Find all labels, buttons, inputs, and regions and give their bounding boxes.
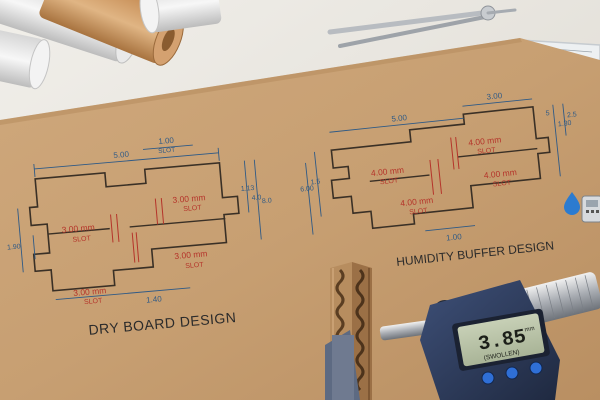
micrometer-unit: mm: [524, 326, 535, 334]
humidity-buffer-dimensions: [305, 98, 567, 235]
digital-micrometer: 3.85 mm (SWOLLEN): [325, 272, 600, 400]
micrometer-button-2[interactable]: [505, 366, 519, 380]
compass-tool: [327, 5, 517, 48]
micrometer-button-1[interactable]: [481, 371, 495, 385]
dry-width-top: 5.00: [113, 150, 130, 160]
hb-slot-label-4: 4.00 mm: [483, 167, 517, 180]
hb-slot-label-2: 4.00 mm: [468, 134, 502, 147]
dry-side-c: 8.0: [262, 197, 272, 205]
dry-left-side: 1.90: [7, 243, 21, 251]
dry-slot-top: 1.00: [158, 136, 175, 146]
dry-slot-bottom: 1.40: [146, 294, 163, 304]
dry-slot-label-2: 3.00 mm: [172, 192, 206, 205]
hb-width-top: 5.00: [391, 113, 408, 124]
hb-slot-word-1: SLOT: [380, 177, 400, 186]
hb-left-a: 6.00: [300, 185, 314, 193]
dry-slot-word-1: SLOT: [72, 235, 92, 244]
hygrometer-icon: [581, 195, 600, 223]
hb-bottom: 1.00: [446, 232, 463, 243]
hb-slot-label-3: 4.00 mm: [400, 195, 434, 208]
hb-right-c: 5: [545, 110, 550, 117]
hb-left-b: 1.5: [310, 178, 321, 186]
hb-slot-label-1: 4.00 mm: [370, 165, 404, 178]
dry-slot-word-2: SLOT: [183, 204, 203, 213]
dry-board-outline: [28, 161, 240, 292]
dry-slot-label-1: 3.00 mm: [61, 222, 95, 235]
dry-board-slot-markers: [110, 197, 165, 263]
dry-slot-word-4: SLOT: [84, 298, 104, 307]
dry-slot-word-3: SLOT: [185, 262, 205, 271]
dry-side-b: 4.0: [251, 194, 261, 202]
dry-slot-label-4: 3.00 mm: [73, 285, 107, 298]
humidity-buffer-outline: [330, 105, 551, 230]
dry-slot-label-3: 3.00 mm: [174, 248, 208, 261]
humidity-buffer-slot-markers: [429, 137, 460, 195]
hb-slot-word-3: SLOT: [409, 207, 429, 216]
hb-width-top-2: 3.00: [486, 91, 503, 102]
hb-slot-word-4: SLOT: [492, 179, 512, 188]
dry-board-dimensions: [17, 144, 262, 301]
micrometer-button-3[interactable]: [529, 361, 543, 375]
dry-slot-top-word: SLOT: [158, 147, 176, 155]
water-drop-icon: [564, 192, 580, 215]
paper-rolls: [0, 0, 222, 90]
dry-side-a: 1.13: [241, 185, 255, 193]
hb-slot-word-2: SLOT: [477, 147, 497, 156]
hb-right-b: 2.5: [567, 111, 578, 119]
hb-right-a: 1.30: [558, 120, 572, 128]
micrometer-display: 3.85 mm (SWOLLEN): [452, 308, 550, 371]
